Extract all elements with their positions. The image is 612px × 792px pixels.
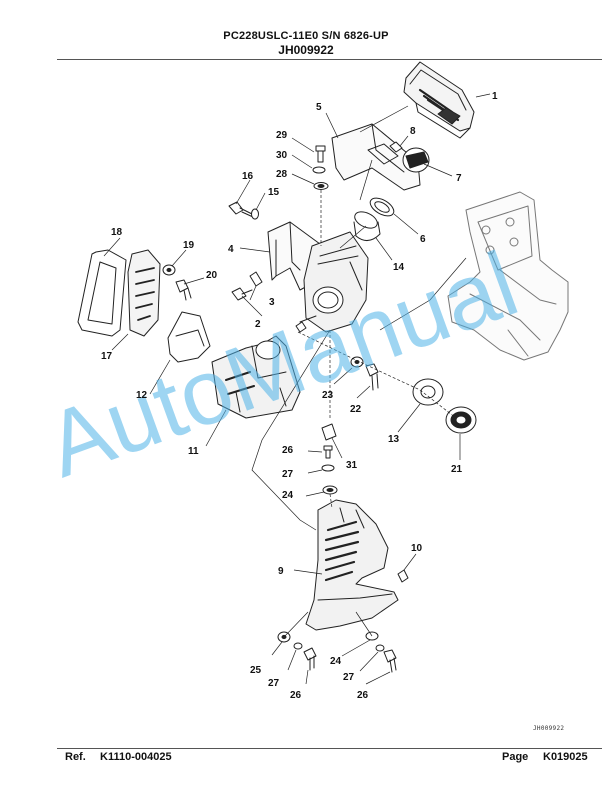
part-14-collar [353, 211, 381, 241]
machine-frame [447, 191, 569, 361]
leader-lines [103, 93, 491, 685]
part-13-ring [412, 378, 444, 406]
callout-6: 6 [420, 234, 426, 245]
part-27-washer-left [293, 642, 303, 650]
callout-26-right: 26 [357, 690, 369, 701]
part-3-spring-washer [249, 271, 263, 287]
ref-value: K1110-004025 [100, 751, 172, 763]
callout-13: 13 [388, 434, 400, 445]
part-1-air-cleaner-cover [403, 61, 475, 139]
callout-25: 25 [250, 665, 262, 676]
duct-elbow-assembly [295, 231, 369, 333]
callout-12: 12 [136, 390, 148, 401]
part-18-gasket-frame [77, 249, 127, 337]
callout-labels: 1 2 3 4 5 6 7 8 9 10 11 12 13 14 15 16 1… [101, 91, 498, 701]
callout-26-top: 26 [282, 445, 294, 456]
part-24-washer-top [322, 485, 338, 495]
callout-10: 10 [411, 543, 423, 554]
callout-28: 28 [276, 169, 288, 180]
callout-18: 18 [111, 227, 123, 238]
callout-27-right: 27 [343, 672, 355, 683]
part-30-washer [312, 166, 326, 174]
part-2-bolt [231, 287, 253, 301]
callout-24-right: 24 [330, 656, 342, 667]
callout-7: 7 [456, 173, 462, 184]
part-5-bracket-plate [331, 123, 421, 191]
footer-divider [57, 748, 602, 749]
callout-16: 16 [242, 171, 254, 182]
figure-id-heading: JH009922 [278, 43, 334, 57]
callout-26-left: 26 [290, 690, 302, 701]
part-27-washer-right [375, 644, 385, 652]
part-20-bolt [175, 279, 192, 301]
callout-27-left: 27 [268, 678, 280, 689]
part-29-bolt [315, 145, 326, 163]
callout-29: 29 [276, 130, 288, 141]
callout-24-top: 24 [282, 490, 294, 501]
part-11-fan-duct [211, 335, 301, 419]
part-21-grommet [445, 406, 477, 434]
callout-5: 5 [316, 102, 322, 113]
page-value: K019025 [543, 751, 588, 763]
part-7-cap [402, 147, 430, 173]
part-9-lower-duct [305, 499, 399, 631]
part-8-clip [389, 141, 403, 153]
callout-22: 22 [350, 404, 362, 415]
callout-31: 31 [346, 460, 358, 471]
part-22-bolt [365, 363, 379, 391]
callout-27-top: 27 [282, 469, 294, 480]
callout-4: 4 [228, 244, 234, 255]
part-26-bolt-right [383, 649, 397, 673]
ref-label: Ref. [65, 751, 86, 763]
callout-21: 21 [451, 464, 463, 475]
callout-11: 11 [188, 446, 199, 457]
callout-9: 9 [278, 566, 284, 577]
part-16-bolt [228, 201, 254, 218]
part-15-washer [251, 208, 259, 220]
part-10-screw [397, 569, 409, 583]
part-17-intake-grille [127, 249, 161, 337]
callout-19: 19 [183, 240, 195, 251]
part-26-bolt-top [323, 445, 333, 459]
header-divider [57, 59, 602, 60]
callout-15: 15 [268, 187, 280, 198]
part-19-washer [162, 264, 176, 276]
callout-14: 14 [393, 262, 405, 273]
model-serial-heading: PC228USLC-11E0 S/N 6826-UP [223, 30, 389, 42]
part-12-duct [167, 311, 211, 363]
callout-1: 1 [492, 91, 498, 102]
drawing-code-stamp: JH009922 [533, 725, 565, 732]
part-31-clip [321, 423, 337, 441]
callout-23: 23 [322, 390, 334, 401]
callout-17: 17 [101, 351, 113, 362]
part-26-bolt-left [303, 647, 317, 671]
callout-2: 2 [255, 319, 261, 330]
callout-8: 8 [410, 126, 416, 137]
callout-3: 3 [269, 297, 275, 308]
part-27-washer-top [321, 464, 335, 472]
callout-20: 20 [206, 270, 218, 281]
part-28-washer [313, 182, 329, 190]
page-label: Page [502, 751, 529, 763]
part-6-seal-ring [369, 197, 395, 217]
callout-30: 30 [276, 150, 288, 161]
